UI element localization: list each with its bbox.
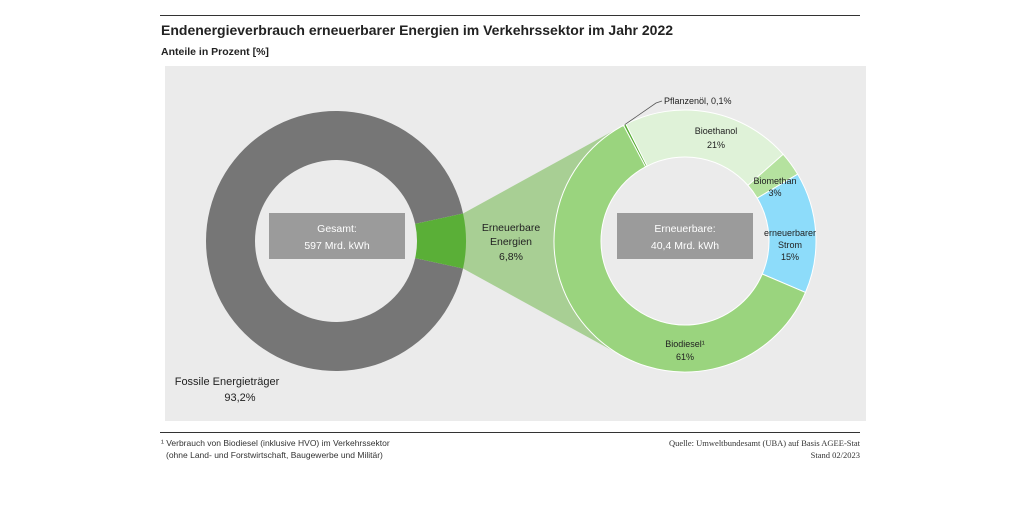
label-strom-name-2: Strom (778, 240, 802, 250)
slice-bioethanol (625, 109, 784, 187)
label-bioethanol-name: Bioethanol (695, 126, 738, 136)
chart-labels: Gesamt: 597 Mrd. kWh Erneuerbare: 40,4 Mrd.… (175, 96, 816, 404)
slice-biodiesel (553, 124, 807, 373)
footnote-line-2: (ohne Land- und Forstwirtschaft, Baugewe… (166, 450, 383, 460)
source-note: Quelle: Umweltbundesamt (UBA) auf Basis … (669, 437, 860, 461)
label-erneuerbare-value: 6,8% (499, 251, 523, 263)
label-strom-value: 15% (781, 252, 799, 262)
label-biomethan-name: Biomethan (753, 176, 796, 186)
chart-subtitle: Anteile in Prozent [%] (161, 46, 269, 58)
source-line-1: Quelle: Umweltbundesamt (UBA) auf Basis … (669, 438, 860, 448)
center-label-total-line-1: Gesamt: (317, 223, 357, 235)
footnote: ¹ Verbrauch von Biodiesel (inklusive HVO… (161, 437, 390, 461)
slice-erneuerbare-energien (415, 213, 466, 269)
center-label-renewables-line-1: Erneuerbare: (654, 223, 715, 235)
label-erneuerbare-name-1: Erneuerbare (482, 222, 541, 234)
label-biodiesel-name: Biodiesel¹ (665, 339, 705, 349)
top-rule (160, 15, 860, 16)
source-line-2: Stand 02/2023 (810, 450, 860, 460)
connector-band (463, 127, 620, 355)
footnote-line-1: ¹ Verbrauch von Biodiesel (inklusive HVO… (161, 438, 390, 448)
leader-line-pflanzenoel (624, 100, 663, 126)
chart-title: Endenergieverbrauch erneuerbarer Energie… (161, 22, 674, 38)
center-label-total-box (269, 213, 405, 259)
slice-fossile-energietraeger (205, 110, 464, 371)
connector-shape (463, 127, 620, 355)
label-pflanzenoel: Pflanzenöl, 0,1% (664, 96, 732, 106)
donut-renewables (553, 109, 817, 373)
label-strom-name-1: erneuerbarer (764, 228, 816, 238)
center-label-renewables-box (617, 213, 753, 259)
center-label-total-line-2: 597 Mrd. kWh (304, 240, 370, 252)
label-erneuerbare-name-2: Energien (490, 236, 532, 248)
label-biomethan-value: 3% (768, 188, 781, 198)
label-fossile-name: Fossile Energieträger (175, 376, 280, 388)
label-bioethanol-value: 21% (707, 140, 725, 150)
donut-total (205, 110, 466, 371)
bottom-rule (160, 432, 860, 433)
label-biodiesel-value: 61% (676, 352, 694, 362)
label-fossile-value: 93,2% (224, 392, 255, 404)
center-label-renewables-line-2: 40,4 Mrd. kWh (651, 240, 719, 252)
